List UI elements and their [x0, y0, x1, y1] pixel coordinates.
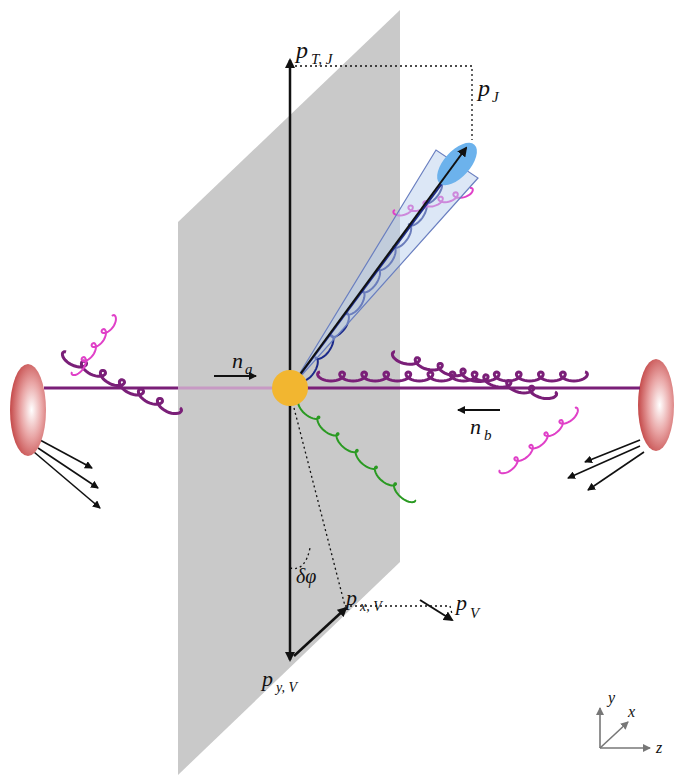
- transverse-plane: [178, 10, 400, 775]
- symbol-label: T, J: [311, 52, 332, 67]
- symbol-label: J: [492, 90, 499, 105]
- jet-cone: [292, 136, 484, 386]
- remnants: [34, 440, 644, 508]
- pyv-arrow: [289, 404, 292, 660]
- beam-b: [290, 387, 640, 390]
- symbol-label: p: [456, 592, 467, 614]
- proton-b: [638, 359, 674, 451]
- symbol-label: p: [478, 76, 490, 100]
- gluon-line: [499, 408, 578, 474]
- symbol-label: b: [484, 428, 492, 443]
- gluon-line: [392, 352, 556, 399]
- pxv-arrow: [294, 608, 346, 656]
- ptj-arrow: [289, 60, 292, 372]
- axes: [600, 708, 650, 748]
- gluon-line: [62, 352, 181, 414]
- axis-label: x: [628, 704, 635, 720]
- gluon-line: [298, 400, 415, 502]
- symbol-label: δφ: [296, 566, 316, 586]
- symbol-label: p: [346, 587, 357, 609]
- symbol-label: n: [232, 350, 243, 372]
- nb-arrow: [458, 409, 500, 411]
- dotted-guides: [290, 66, 472, 614]
- axis-label: y: [608, 690, 615, 706]
- pv-arrow: [420, 600, 452, 620]
- jet-arrow: [290, 148, 466, 388]
- symbol-label: V: [470, 606, 479, 621]
- symbol-label: y, V: [276, 681, 297, 695]
- symbol-label: p: [262, 668, 273, 690]
- symbol-label: p: [296, 38, 308, 62]
- gluon-line: [72, 315, 116, 375]
- symbol-label: n: [470, 416, 481, 438]
- proton-a: [10, 364, 46, 456]
- beam-a: [44, 387, 178, 390]
- symbol-label: a: [245, 362, 253, 377]
- symbol-label: x, V: [360, 600, 382, 614]
- hard-vertex: [272, 370, 308, 406]
- axis-label: z: [656, 740, 662, 756]
